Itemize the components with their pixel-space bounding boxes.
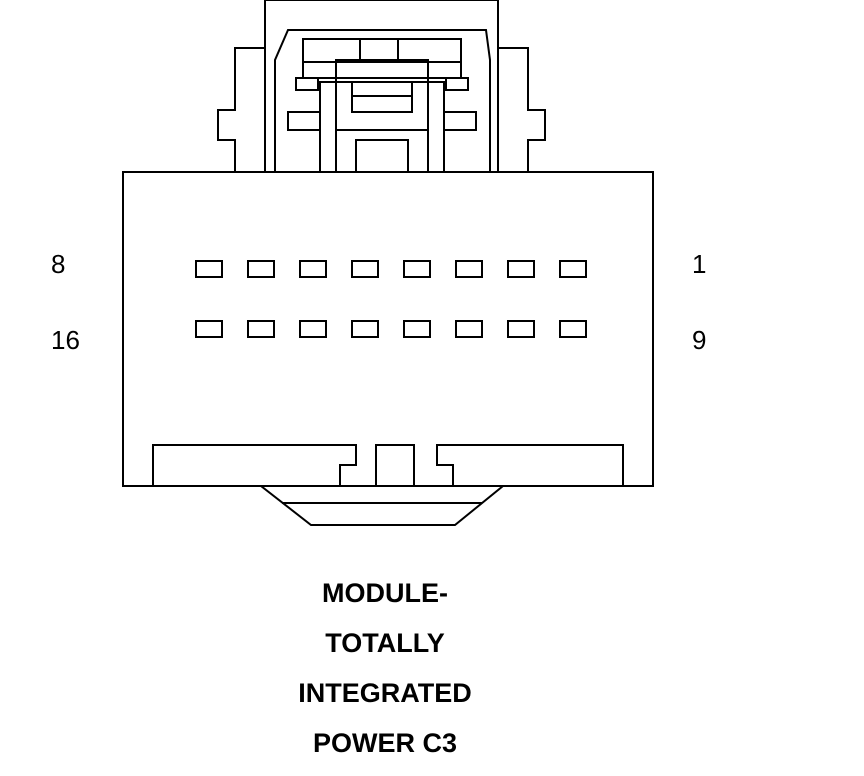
pin-cavity	[403, 320, 431, 338]
pin-row-1-8	[195, 260, 587, 278]
pin-cavity	[351, 320, 379, 338]
connector-diagram: 8 1 16 9 MODULE- TOTALLY INTEGRATED POWE…	[51, 0, 707, 758]
pin-cavity	[299, 260, 327, 278]
pin-label-8: 8	[51, 249, 66, 279]
pin-label-16: 16	[51, 325, 80, 355]
connector-caption: MODULE- TOTALLY INTEGRATED POWER C3	[232, 576, 538, 776]
caption-line: POWER C3	[312, 728, 458, 758]
pin-cavity	[351, 260, 379, 278]
pin-cavity	[507, 260, 535, 278]
bottom-lock-tab	[258, 485, 506, 526]
connector-drawing	[122, 0, 654, 526]
caption-line: INTEGRATED	[298, 678, 472, 708]
caption-line: TOTALLY	[325, 628, 445, 658]
connector-body	[122, 171, 654, 487]
pin-cavity	[455, 260, 483, 278]
pin-cavity	[247, 320, 275, 338]
pin-cavity	[195, 260, 223, 278]
pin-cavity	[195, 320, 223, 338]
pin-cavity	[559, 320, 587, 338]
latch-housing	[217, 0, 546, 173]
bottom-keyway	[152, 444, 624, 487]
caption-line: MODULE-	[322, 578, 448, 608]
pin-row-9-16	[195, 320, 587, 338]
pin-cavity	[247, 260, 275, 278]
pin-cavity	[455, 320, 483, 338]
pin-cavity	[507, 320, 535, 338]
pin-cavity	[403, 260, 431, 278]
pin-cavity	[559, 260, 587, 278]
pin-cavity	[299, 320, 327, 338]
pin-label-9: 9	[692, 325, 707, 355]
pin-label-1: 1	[692, 249, 707, 279]
